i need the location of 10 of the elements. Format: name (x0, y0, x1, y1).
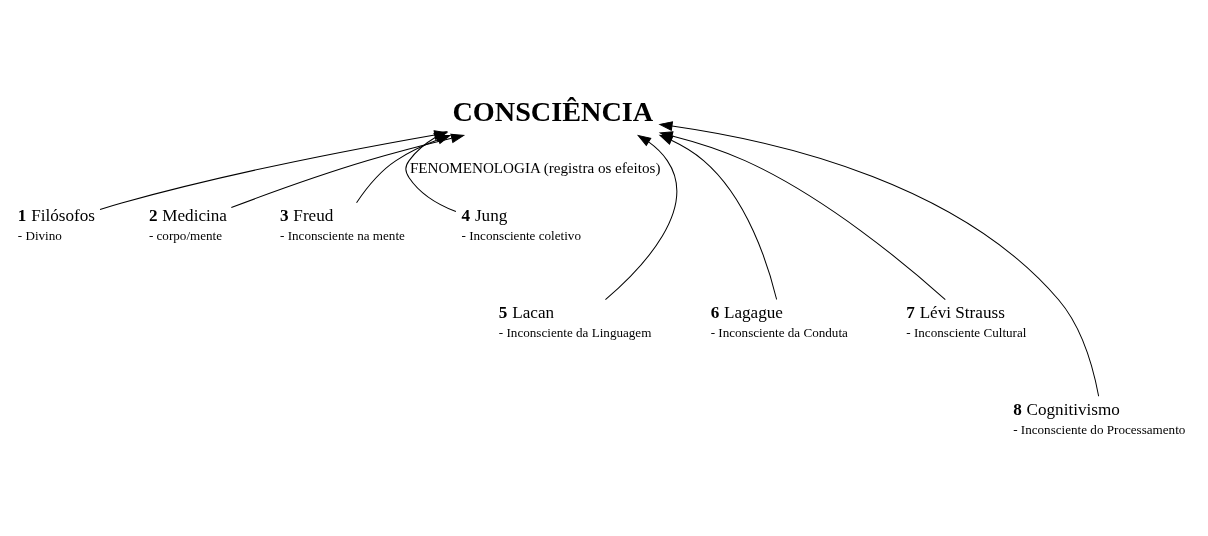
node-text: 5 Lacan - Inconsciente da Linguagem (498, 303, 652, 340)
node-text: 4 Jung - Inconsciente coletivo (461, 206, 581, 244)
node-text: 1 Filósofos - Divino (17, 206, 95, 244)
edge-label: FENOMENOLOGIA (registra os efeitos) (409, 159, 661, 176)
node-text: 6 Lagague - Inconsciente da Conduta (710, 303, 848, 340)
node-text: CONSCIÊNCIA (452, 96, 654, 128)
node-text: 2 Medicina - corpo/mente (148, 206, 227, 244)
node-text: 8 Cognitivismo - Inconsciente do Processamento (1013, 399, 1186, 437)
node-text: 7 Lévi Strauss - Inconsciente Cultural (906, 303, 1027, 340)
node-text: 3 Freud - Inconsciente na mente (280, 206, 405, 244)
